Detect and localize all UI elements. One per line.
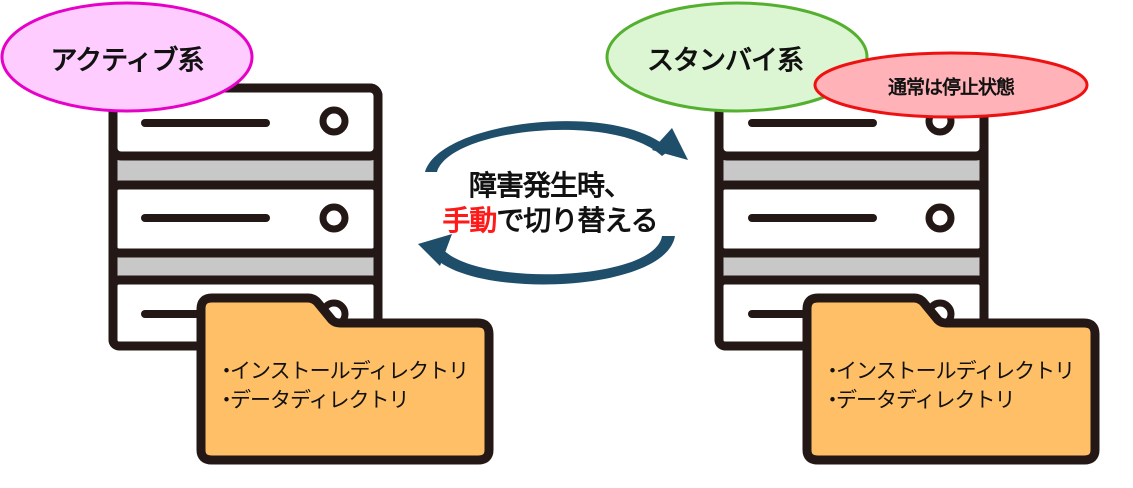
folder-item: インストールディレクトリ [216, 357, 469, 386]
switchover-arrows-icon [418, 121, 688, 285]
folder-item: データディレクトリ [216, 386, 468, 415]
standby-folder-contents: インストールディレクトリ データディレクトリ [822, 357, 1075, 415]
active-folder-contents: インストールディレクトリ データディレクトリ [216, 357, 469, 415]
active-system-label: アクティブ系 [50, 45, 204, 77]
switchover-description: 障害発生時、 手動で切り替える [442, 168, 658, 238]
switchover-line2: 手動で切り替える [442, 203, 658, 238]
standby-label-bubble [605, 1, 869, 113]
standby-server-icon [714, 83, 989, 351]
folder-item: データディレクトリ [822, 386, 1074, 415]
manual-emphasis: 手動 [442, 204, 497, 237]
standby-system-label: スタンバイ系 [647, 45, 804, 77]
folder-item: インストールディレクトリ [822, 357, 1075, 386]
active-label-bubble [0, 1, 254, 113]
standby-status-label: 通常は停止状態 [887, 76, 1015, 99]
stopped-status-bubble [813, 51, 1089, 119]
switchover-line1: 障害発生時、 [468, 169, 632, 202]
switchover-line2-rest: で切り替える [496, 204, 658, 237]
